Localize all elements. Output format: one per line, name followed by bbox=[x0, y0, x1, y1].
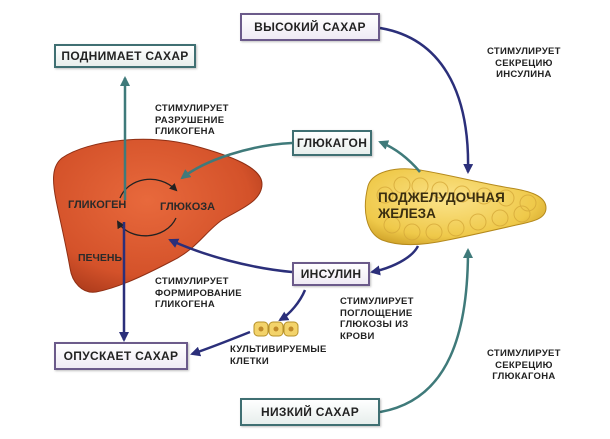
glucose-label: ГЛЮКОЗА bbox=[160, 201, 216, 213]
stim-glycogen-breakdown-label: СТИМУЛИРУЕТ РАЗРУШЕНИЕ ГЛИКОГЕНА bbox=[155, 103, 229, 137]
glucagon-box: ГЛЮКАГОН bbox=[292, 130, 372, 156]
glycogen-label: ГЛИКОГЕН bbox=[68, 199, 127, 211]
arrow-low-sugar-to-pancreas bbox=[379, 248, 473, 414]
arrow-cells-to-lowers-sugar bbox=[190, 330, 251, 357]
cycle-arrow-top bbox=[119, 178, 178, 199]
liver-label: ПЕЧЕНЬ bbox=[78, 252, 123, 264]
insulin-box: ИНСУЛИН bbox=[292, 262, 370, 286]
arrow-insulin-to-liver bbox=[168, 238, 293, 274]
high-sugar-box: ВЫСОКИЙ САХАР bbox=[240, 13, 380, 41]
cultured-cells-label: КУЛЬТИВИРУЕМЫЕ КЛЕТКИ bbox=[230, 344, 327, 367]
stim-glucagon-secretion-label: СТИМУЛИРУЕТ СЕКРЕЦИЮ ГЛЮКАГОНА bbox=[487, 348, 561, 382]
cultured-cells-icon bbox=[253, 321, 299, 337]
lowers-sugar-box: ОПУСКАЕТ САХАР bbox=[54, 342, 188, 370]
arrow-pancreas-to-glucagon bbox=[378, 140, 421, 173]
liver-shape bbox=[53, 138, 263, 293]
arrow-insulin-to-cells bbox=[278, 289, 307, 322]
raises-sugar-box: ПОДНИМАЕТ САХАР bbox=[54, 44, 196, 68]
arrow-pancreas-to-insulin bbox=[370, 245, 420, 276]
stim-glucose-uptake-label: СТИМУЛИРУЕТ ПОГЛОЩЕНИЕ ГЛЮКОЗЫ ИЗ КРОВИ bbox=[340, 296, 414, 342]
stim-insulin-secretion-label: СТИМУЛИРУЕТ СЕКРЕЦИЮ ИНСУЛИНА bbox=[487, 46, 561, 80]
pancreas-label: ПОДЖЕЛУДОЧНАЯ ЖЕЛЕЗА bbox=[378, 190, 505, 221]
cycle-arrow-bottom bbox=[116, 217, 177, 237]
stim-glycogen-formation-label: СТИМУЛИРУЕТ ФОРМИРОВАНИЕ ГЛИКОГЕНА bbox=[155, 276, 242, 310]
arrow-glucagon-to-liver bbox=[180, 141, 293, 180]
low-sugar-box: НИЗКИЙ САХАР bbox=[240, 398, 380, 426]
pancreas-lobules bbox=[376, 176, 537, 241]
arrow-high-sugar-to-pancreas bbox=[379, 26, 474, 174]
